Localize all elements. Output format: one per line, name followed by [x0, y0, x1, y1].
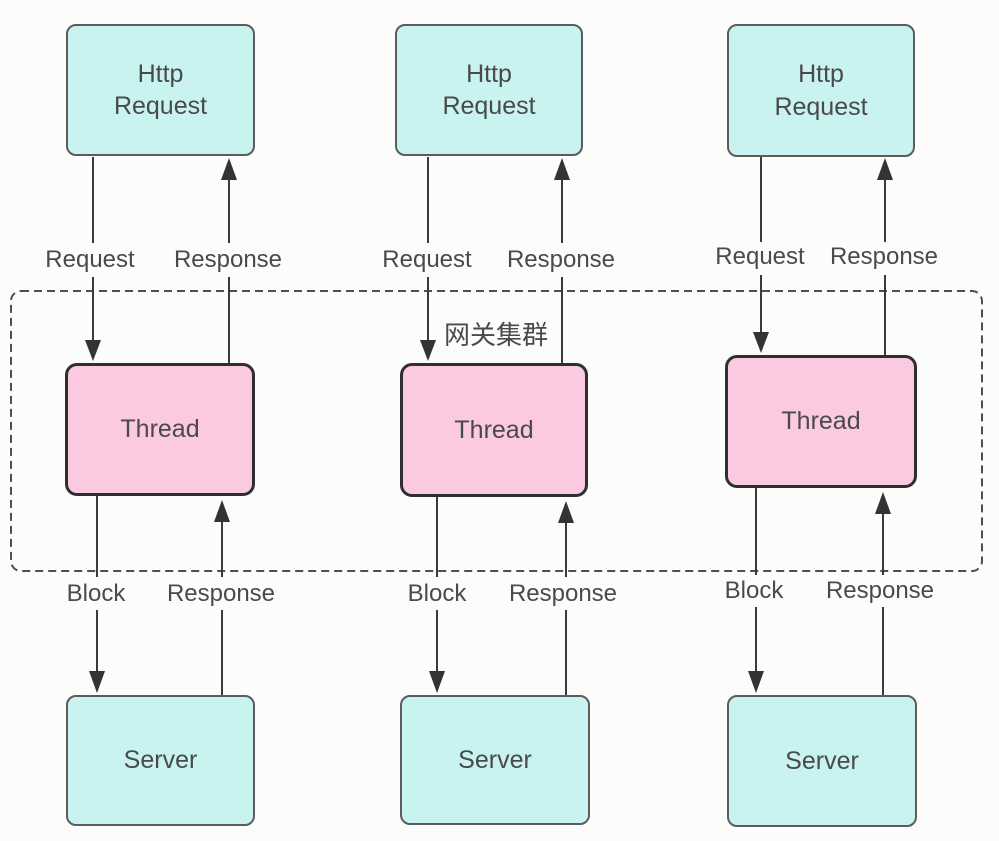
- server-box-label-col2: Server: [458, 745, 532, 774]
- gateway-cluster-label: 网关集群: [444, 320, 549, 350]
- server-box-label-col3: Server: [785, 746, 859, 775]
- block-arrowhead-down-col3: [748, 671, 764, 693]
- response-arrowhead-up-col3: [877, 158, 893, 180]
- response-label-bottom-col3: Response: [825, 577, 935, 604]
- block-label-col1: Block: [66, 580, 126, 607]
- thread-box-col2: Thread: [400, 363, 588, 497]
- server-response-arrowhead-up-col1: [214, 500, 230, 522]
- server-box-col1: Server: [66, 695, 255, 826]
- response-label-bottom-col1: Response: [166, 580, 276, 607]
- response-label-top-col1: Response: [173, 246, 283, 273]
- http-request-box-label-col1: Http Request: [113, 59, 208, 121]
- block-label-col3: Block: [724, 577, 784, 604]
- thread-box-label-col2: Thread: [454, 415, 534, 444]
- request-arrowhead-down-col1: [85, 340, 101, 361]
- server-box-col2: Server: [400, 695, 590, 825]
- request-label-col1: Request: [45, 246, 135, 273]
- request-arrowhead-down-col3: [753, 332, 769, 353]
- block-label-col2: Block: [407, 580, 467, 607]
- response-label-top-col2: Response: [506, 246, 616, 273]
- request-label-col3: Request: [715, 243, 805, 270]
- request-arrowhead-down-col2: [420, 340, 436, 361]
- response-arrowhead-up-col1: [221, 158, 237, 180]
- server-box-col3: Server: [727, 695, 917, 827]
- block-arrowhead-down-col1: [89, 671, 105, 693]
- server-response-arrowhead-up-col2: [558, 501, 574, 523]
- thread-box-label-col1: Thread: [120, 415, 200, 444]
- response-arrowhead-up-col2: [554, 158, 570, 180]
- server-response-arrowhead-up-col3: [875, 492, 891, 514]
- server-box-label-col1: Server: [123, 746, 198, 775]
- http-request-box-label-col2: Http Request: [442, 59, 536, 121]
- thread-box-col3: Thread: [725, 355, 917, 488]
- gateway-cluster-boundary: [10, 290, 983, 572]
- request-label-col2: Request: [382, 246, 472, 273]
- block-arrowhead-down-col2: [429, 671, 445, 693]
- http-request-box-col2: Http Request: [395, 24, 583, 156]
- thread-box-label-col3: Thread: [781, 407, 861, 436]
- thread-box-col1: Thread: [65, 363, 255, 496]
- response-label-top-col3: Response: [829, 243, 939, 270]
- response-label-bottom-col2: Response: [508, 580, 618, 607]
- http-request-box-col3: Http Request: [727, 24, 915, 157]
- http-request-box-col1: Http Request: [66, 24, 255, 156]
- http-request-box-label-col3: Http Request: [774, 60, 868, 121]
